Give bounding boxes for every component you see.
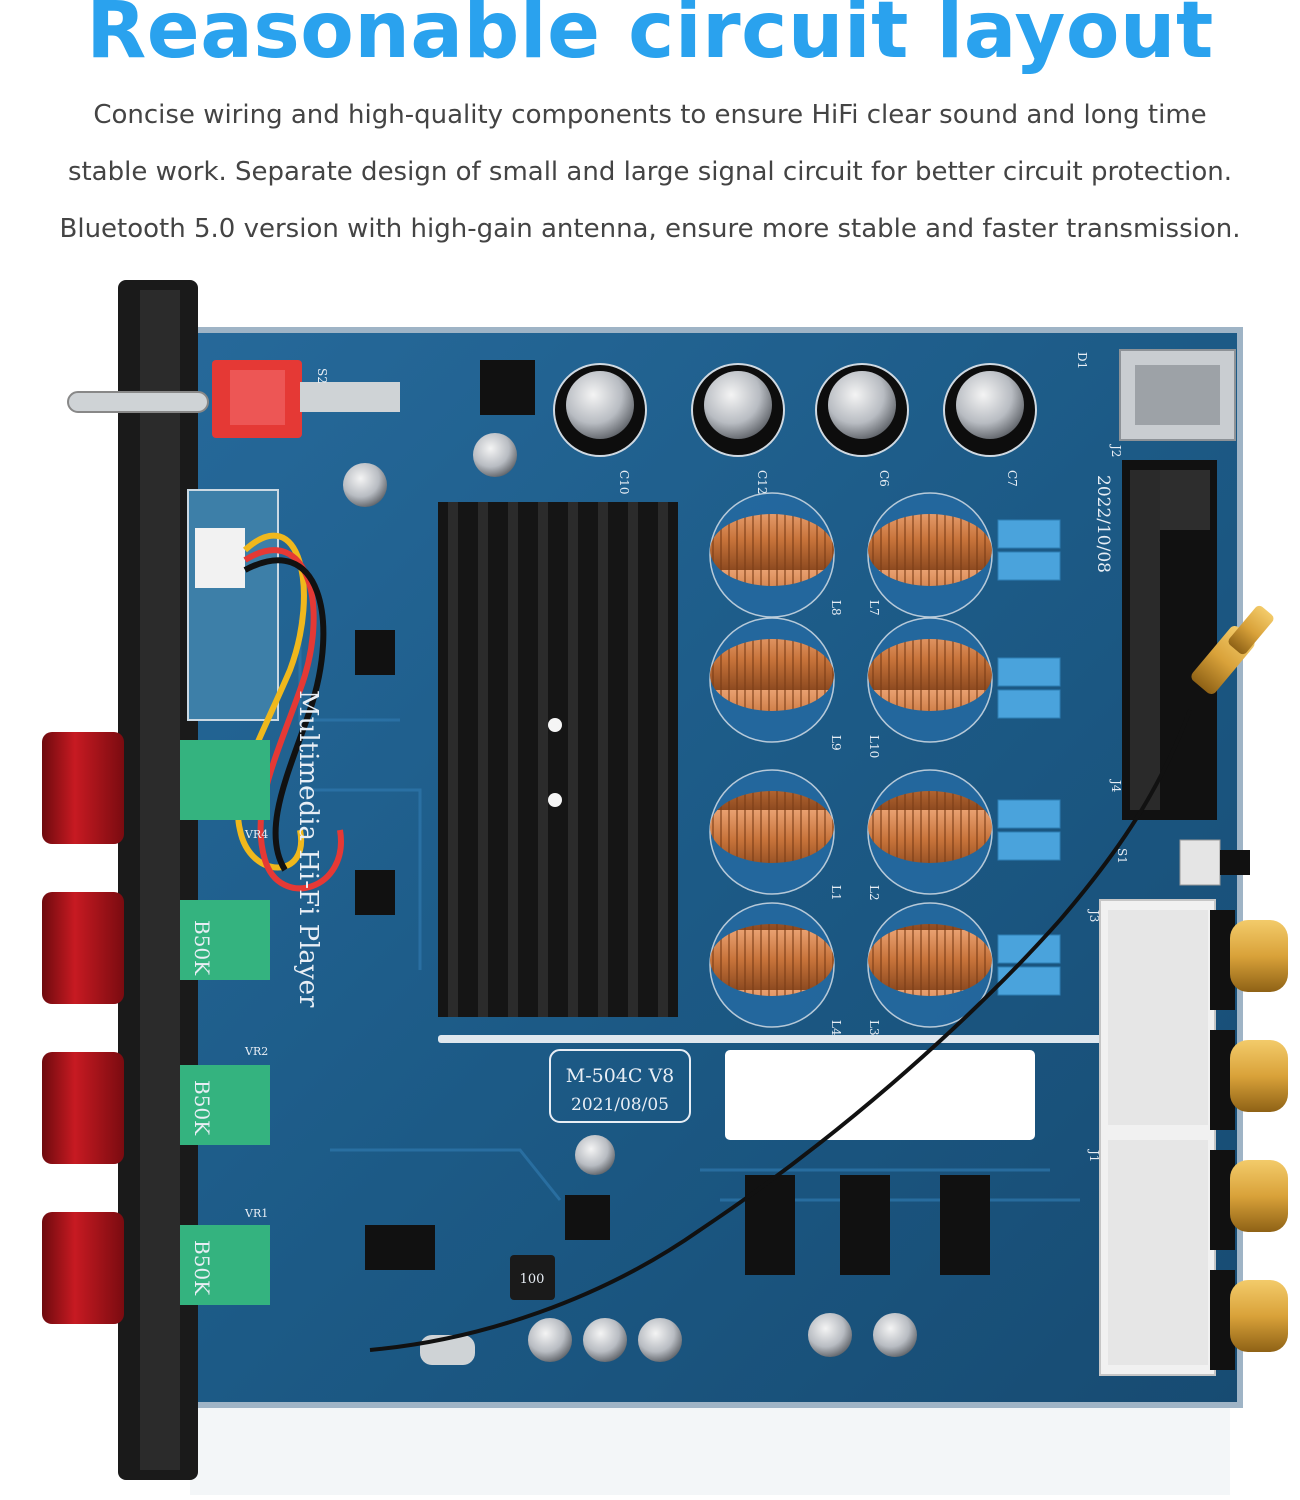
rca-block [1099,899,1288,1376]
heatsink [438,502,678,1017]
label-j2: J2 [1109,443,1123,457]
pcb-board [177,327,1243,1408]
cap-ref-c6: C6 [877,470,891,487]
film-capacitors [997,519,1061,996]
pot-label-1: B50K [190,920,214,976]
amplifier-board-photo: B50K B50K B50K VR4 VR2 VR1 Multimedia Hi… [0,270,1300,1500]
electrolytic-capacitors [343,363,1037,1362]
toroidal-inductors [709,492,993,1028]
silkscreen-title: Multimedia Hi-Fi Player [293,690,323,1008]
front-panel [118,280,198,1480]
cap-ref-c10: C10 [617,470,631,494]
pot-ref-2: VR2 [244,1045,268,1058]
inductor-ref-l9: L9 [829,735,843,751]
smd-inductor-label: 100 [520,1272,545,1287]
cap-ref-c12: C12 [755,470,769,494]
potentiometers [180,740,270,1305]
smd-inductor [510,1255,555,1300]
pot-ref-1: VR4 [244,828,268,841]
antenna [369,605,1274,1352]
label-d1: D1 [1075,352,1089,369]
description-line-2: stable work. Separate design of small an… [67,157,1233,187]
speaker-terminal [1122,460,1217,820]
cap-ref-c7: C7 [1005,470,1019,487]
slide-switch [1179,839,1221,886]
dc-jack [1119,349,1236,441]
inductor-ref-l7: L7 [867,600,881,616]
pot-label-3: B50K [190,1240,214,1296]
label-s1: S1 [1115,848,1129,864]
inductor-ref-l10: L10 [867,735,881,758]
inductor-ref-l4: L4 [829,1020,843,1036]
model-name: M-504C V8 [566,1065,675,1087]
inductor-ref-l1: L1 [829,885,843,901]
power-switch [67,360,400,438]
smd-components [355,360,990,1275]
inductor-ref-l2: L2 [867,885,881,901]
label-s2: S2 [315,368,329,384]
volume-knobs [42,732,124,1324]
model-date: 2021/08/05 [571,1095,669,1115]
pot-ref-3: VR1 [244,1207,268,1220]
inductor-ref-l8: L8 [829,600,843,616]
label-j3: J3 [1087,908,1101,922]
inductor-ref-l3: L3 [867,1020,881,1036]
label-j1: J1 [1087,1148,1101,1162]
board-date: 2022/10/08 [1093,475,1113,573]
pot-label-2: B50K [190,1080,214,1136]
description-line-3: Bluetooth 5.0 version with high-gain ant… [59,214,1241,244]
page-title: Reasonable circuit layout [86,0,1214,76]
model-label: M-504C V8 2021/08/05 [549,1049,691,1123]
label-j4: J4 [1109,778,1123,793]
description-line-1: Concise wiring and high-quality componen… [93,100,1207,130]
